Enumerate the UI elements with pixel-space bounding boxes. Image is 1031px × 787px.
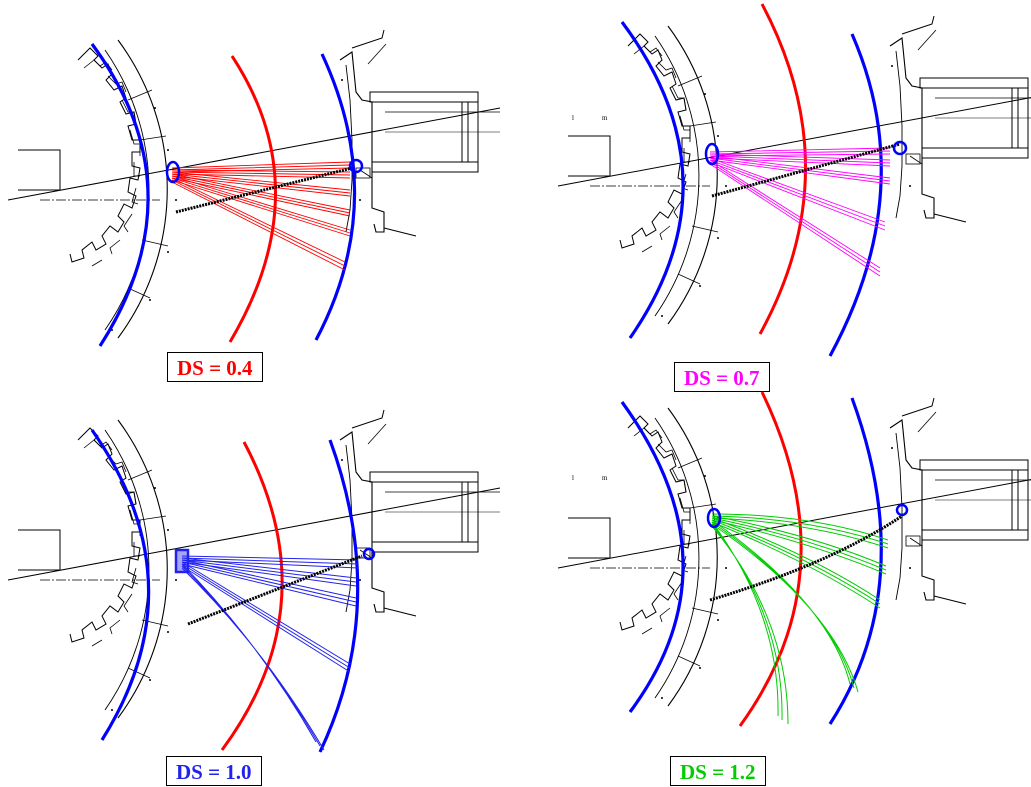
detector-geometry: [8, 410, 500, 718]
blue-inner-arc: [620, 401, 685, 713]
red-target-arc: [220, 441, 284, 751]
panel-ds-0-7: l m DS = 0.7: [530, 0, 1031, 393]
ds-label: DS = 1.0: [166, 756, 262, 786]
panel-drawing: [0, 394, 515, 753]
vertex-marker: [706, 507, 722, 529]
blue-outer-arc: [828, 33, 883, 357]
mark-l: l: [572, 114, 574, 122]
panel-drawing: [530, 391, 1031, 727]
focal-marker: [892, 140, 908, 156]
central-track: [187, 554, 363, 626]
blue-inner-arc: [90, 429, 151, 741]
vertex-marker: [704, 142, 720, 166]
detector-geometry: [558, 16, 1031, 324]
panel-ds-1-0: DS = 1.0: [0, 394, 515, 787]
trajectory-bundle: [711, 513, 889, 725]
panel-drawing: [0, 0, 515, 347]
blue-outer-arc: [828, 397, 883, 725]
ds-label: DS = 1.2: [670, 756, 766, 786]
trajectory-bundle: [181, 555, 359, 751]
central-track: [175, 166, 353, 214]
vertex-marker: [174, 548, 190, 574]
mark-m: m: [602, 114, 608, 122]
blue-inner-arc: [620, 21, 685, 339]
vertex-marker: [165, 160, 181, 184]
panel-ds-0-4: DS = 0.4: [0, 0, 515, 393]
mark-m: m: [602, 474, 608, 482]
ds-label: DS = 0.4: [167, 352, 263, 382]
focal-marker: [895, 503, 909, 517]
central-track: [711, 142, 901, 198]
mark-l: l: [572, 474, 574, 482]
red-target-arc: [738, 391, 803, 727]
blue-outer-arc: [314, 53, 357, 341]
blue-inner-arc: [90, 43, 150, 347]
focal-marker: [362, 547, 376, 561]
panel-ds-1-2: l m DS = 1.2: [530, 391, 1031, 787]
focal-marker: [348, 158, 364, 174]
trajectory-bundle: [171, 161, 351, 271]
trajectory-bundle: [709, 147, 891, 277]
central-track: [709, 514, 903, 602]
panel-drawing: [530, 3, 1031, 357]
blue-outer-arc: [318, 439, 360, 753]
ds-label: DS = 0.7: [674, 362, 770, 392]
